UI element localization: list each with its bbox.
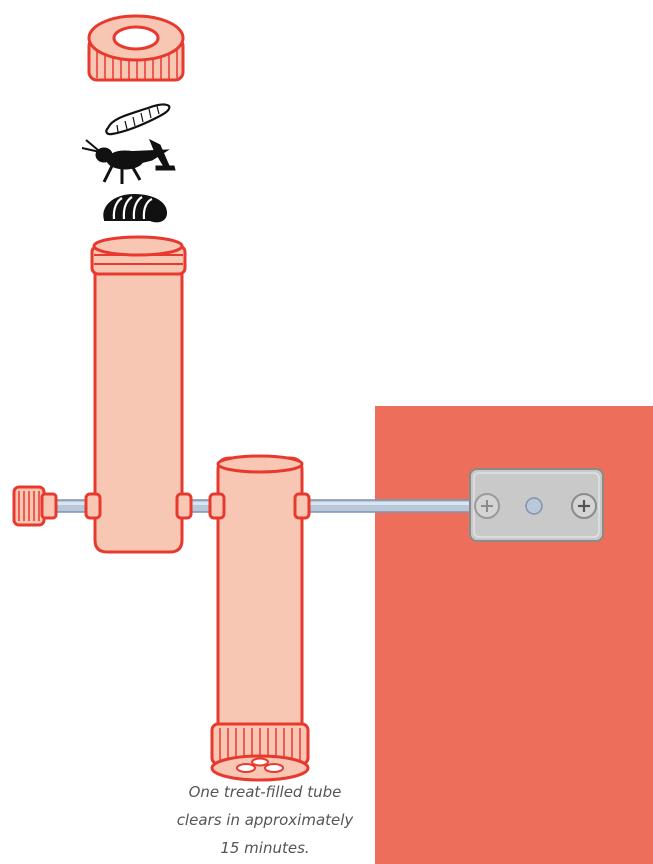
screw-icon bbox=[474, 493, 500, 519]
feeder-tube-lower bbox=[208, 454, 311, 782]
caption-line-3: 15 minutes. bbox=[220, 839, 310, 857]
dispenser-holes bbox=[236, 757, 284, 773]
grub-icon bbox=[103, 194, 168, 223]
screw-icon bbox=[571, 493, 597, 519]
cricket-icon bbox=[81, 138, 176, 184]
worm-icon bbox=[105, 103, 171, 136]
caption-line-2: clears in approximately bbox=[176, 811, 354, 829]
rod-end-cap bbox=[12, 485, 58, 527]
caption: One treat-filled tube clears in approxim… bbox=[150, 778, 380, 862]
feeder-tube-upper bbox=[84, 235, 193, 554]
caption-line-1: One treat-filled tube bbox=[188, 783, 342, 801]
mounting-plate bbox=[469, 468, 604, 542]
cap-icon bbox=[87, 14, 185, 82]
